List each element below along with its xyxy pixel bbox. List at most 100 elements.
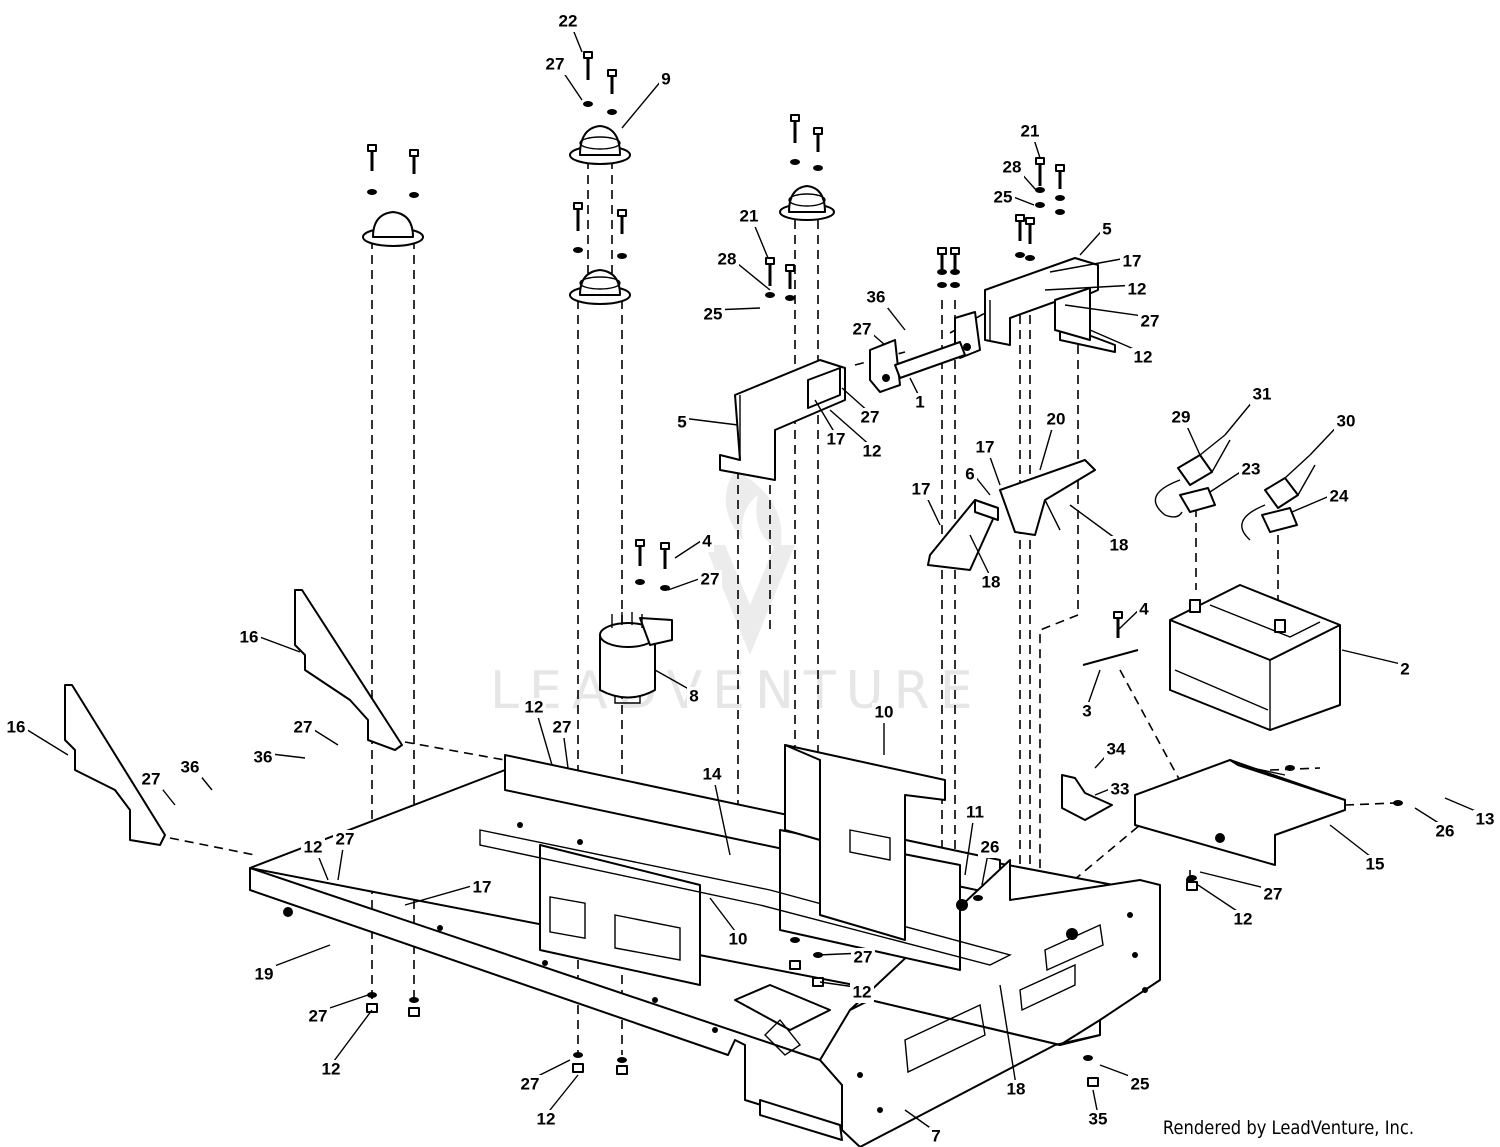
callout-27: 27 xyxy=(336,829,355,848)
bolt xyxy=(1113,611,1123,638)
callout-backdrop xyxy=(306,1007,330,1027)
washer xyxy=(1035,187,1045,193)
callout-backdrop xyxy=(1086,1110,1110,1130)
callout-backdrop xyxy=(698,570,722,590)
leader-line xyxy=(1069,504,1120,542)
callout-backdrop xyxy=(737,207,761,227)
callout-6: 6 xyxy=(965,464,974,483)
bolt xyxy=(813,127,823,152)
callout-26: 26 xyxy=(1436,821,1455,840)
callout-backdrop xyxy=(963,465,977,485)
washer xyxy=(409,997,419,1003)
leader-line xyxy=(1329,824,1376,861)
washer xyxy=(765,292,775,298)
callout-36: 36 xyxy=(867,287,886,306)
washer xyxy=(937,282,947,288)
callout-10: 10 xyxy=(875,702,894,721)
washer xyxy=(1025,255,1035,261)
callout-backdrop xyxy=(1000,158,1024,178)
seat-arm-20 xyxy=(999,459,1096,536)
callout-25: 25 xyxy=(994,187,1013,206)
leader-line xyxy=(999,984,1017,1086)
callout-12: 12 xyxy=(1128,279,1147,298)
callout-backdrop xyxy=(534,1110,558,1130)
callout-backdrop xyxy=(858,408,882,428)
callout-backdrop xyxy=(850,983,874,1003)
callout-backdrop xyxy=(659,70,673,90)
washer xyxy=(790,937,800,943)
callout-backdrop xyxy=(1261,885,1285,905)
isolator-mid xyxy=(569,269,631,305)
side-plate-16-right xyxy=(294,589,403,751)
bolt xyxy=(617,209,627,234)
callout-backdrop xyxy=(700,532,714,552)
washer xyxy=(1083,1055,1093,1061)
callout-backdrop xyxy=(963,803,987,823)
isolator-left xyxy=(362,211,424,247)
bolt xyxy=(1015,214,1025,241)
washer xyxy=(607,109,617,115)
callout-9: 9 xyxy=(661,69,670,88)
callout-backdrop xyxy=(543,55,567,75)
callout-12: 12 xyxy=(863,441,882,460)
washer xyxy=(583,101,593,107)
bolt xyxy=(765,257,775,286)
callout-21: 21 xyxy=(1021,121,1040,140)
callout-backdrop xyxy=(860,442,884,462)
washer xyxy=(1035,202,1045,208)
bolt xyxy=(607,69,617,94)
callout-18: 18 xyxy=(1007,1079,1026,1098)
bolt xyxy=(1035,157,1045,186)
washer xyxy=(950,269,960,275)
washer xyxy=(660,585,670,591)
callout-backdrop xyxy=(1004,1080,1028,1100)
callout-backdrop xyxy=(1120,252,1144,272)
bolt xyxy=(660,542,670,569)
watermark: LEADVENTURE xyxy=(490,470,973,721)
callout-31: 31 xyxy=(1253,384,1272,403)
callout-5: 5 xyxy=(677,412,686,431)
seat-arm-6 xyxy=(927,499,999,571)
callout-7: 7 xyxy=(931,1126,940,1145)
bolt xyxy=(785,264,795,289)
bolt xyxy=(635,539,645,566)
callout-20: 20 xyxy=(1047,409,1066,428)
callout-backdrop xyxy=(556,12,580,32)
callout-backdrop xyxy=(851,948,875,968)
bolt xyxy=(1025,217,1035,244)
callout-backdrop xyxy=(687,687,701,707)
callout-27: 27 xyxy=(309,1006,328,1025)
callout-backdrop xyxy=(1080,702,1094,722)
callout-backdrop xyxy=(864,288,888,308)
callout-backdrop xyxy=(237,628,261,648)
bolt xyxy=(367,144,377,171)
callout-21: 21 xyxy=(740,206,759,225)
callout-12: 12 xyxy=(853,982,872,1001)
callout-12: 12 xyxy=(1234,909,1253,928)
washer xyxy=(617,1057,627,1063)
callout-27: 27 xyxy=(142,769,161,788)
leader-line xyxy=(1086,669,1101,708)
callout-backdrop xyxy=(909,480,933,500)
callout-backdrop xyxy=(675,413,689,433)
nut xyxy=(366,1003,378,1013)
callout-backdrop xyxy=(1231,910,1255,930)
callout-35: 35 xyxy=(1089,1109,1108,1128)
isolator-mounts xyxy=(362,125,835,305)
callout-backdrop xyxy=(301,838,325,858)
callout-backdrop xyxy=(333,830,357,850)
leader-line xyxy=(814,399,837,436)
isolator-right xyxy=(779,185,835,221)
leader-line xyxy=(1199,871,1274,891)
callout-backdrop xyxy=(1169,408,1193,428)
washer xyxy=(1393,800,1403,806)
leader-line xyxy=(681,417,739,426)
main-frame xyxy=(249,754,1194,1147)
callout-backdrop xyxy=(715,250,739,270)
callout-17: 17 xyxy=(827,429,846,448)
callout-27: 27 xyxy=(1264,884,1283,903)
washer xyxy=(573,1052,583,1058)
leader-line xyxy=(621,74,667,129)
leader-line xyxy=(1341,649,1406,666)
